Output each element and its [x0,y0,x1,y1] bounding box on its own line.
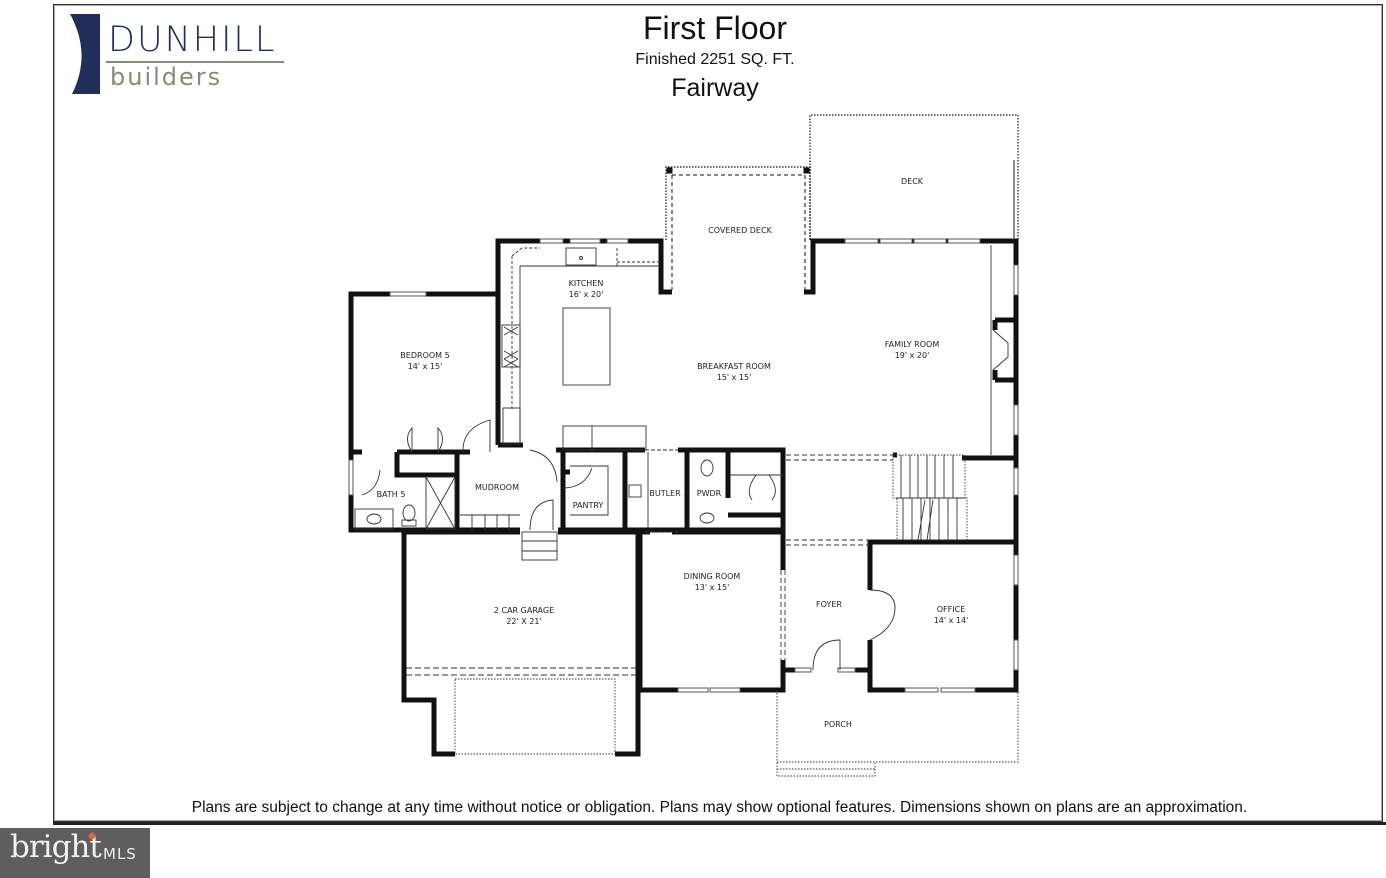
room-family-room: FAMILY ROOM 19' x 20' [885,340,939,362]
room-deck: DECK [901,177,923,188]
room-name: 2 CAR GARAGE [493,606,555,615]
room-name: OFFICE [936,605,966,614]
crescent-icon [70,14,100,94]
room-name: BUTLER [649,489,681,498]
room-garage: 2 CAR GARAGE 22' X 21' [494,606,554,628]
bright-mls-watermark: bright MLS [0,828,150,878]
dunhill-logo: DUNHILL builders [66,14,296,96]
logo-divider [106,61,284,63]
room-size: 22' X 21' [506,616,542,626]
room-butler: BUTLER [649,489,680,500]
model-name: Fairway [671,74,759,102]
room-name: PWDR [696,489,722,498]
brand-subtitle: builders [110,63,223,91]
floor-title: First Floor [643,10,787,46]
room-name: DINING ROOM [683,572,741,581]
room-size: 16' x 20' [568,289,604,299]
room-name: FAMILY ROOM [884,340,940,349]
finished-area: Finished 2251 SQ. FT. [635,51,795,68]
room-name: PORCH [824,720,852,729]
room-breakfast-room: BREAKFAST ROOM 15' x 15' [697,362,771,384]
plan-frame [53,4,1383,822]
disclaimer: Plans are subject to change at any time … [191,799,1248,816]
room-pantry: PANTRY [573,501,604,512]
room-name: PANTRY [572,501,604,510]
room-bedroom-5: BEDROOM 5 14' x 15' [400,351,449,373]
room-office: OFFICE 14' x 14' [934,605,969,627]
room-name: KITCHEN [568,279,604,288]
room-covered-deck: COVERED DECK [708,226,772,237]
room-kitchen: KITCHEN 16' x 20' [569,279,604,301]
room-name: COVERED DECK [708,226,772,235]
room-size: 14' x 14' [933,615,969,625]
room-name: BEDROOM 5 [400,351,450,360]
room-porch: PORCH [824,720,852,731]
brand-name: DUNHILL [108,20,277,60]
watermark-suffix: MLS [103,845,137,863]
room-size: 15' x 15' [716,372,752,382]
room-size: 19' x 20' [894,350,930,360]
room-foyer: FOYER [816,600,842,611]
room-name: FOYER [816,600,842,609]
room-size: 13' x 15' [694,582,730,592]
room-bath-5: BATH 5 [377,490,406,501]
room-dining-room: DINING ROOM 13' x 15' [684,572,741,594]
room-mudroom: MUDROOM [475,483,519,494]
room-pwdr: PWDR [697,489,721,500]
room-size: 14' x 15' [407,361,443,371]
frame-shadow [53,822,1386,825]
room-name: BREAKFAST ROOM [697,362,771,371]
room-name: DECK [900,177,924,186]
room-name: MUDROOM [475,483,519,492]
room-name: BATH 5 [376,490,406,499]
watermark-brand: bright [10,829,102,865]
